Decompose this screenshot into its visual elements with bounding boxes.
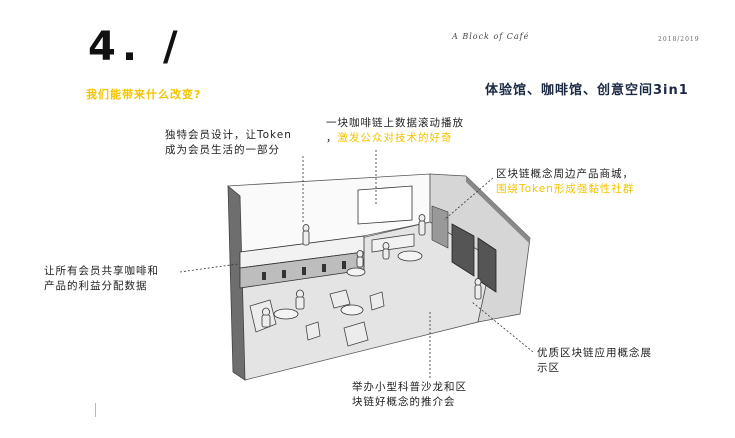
year-label: 2018/2019 bbox=[658, 36, 700, 43]
annotation-shop-line2-highlight: 围绕Token形成强黏性社群 bbox=[496, 183, 635, 195]
armchair bbox=[329, 289, 351, 309]
annotation-sharing-line2: 产品的利益分配数据 bbox=[44, 280, 148, 292]
sofa-back bbox=[371, 233, 415, 253]
annotation-sharing-line1: 让所有会员共享咖啡和 bbox=[44, 265, 159, 277]
annotation-salon-line2: 块链好概念的推介会 bbox=[352, 396, 456, 408]
people-figures bbox=[261, 214, 482, 328]
annotation-salon: 举办小型科普沙龙和区 块链好概念的推介会 bbox=[352, 380, 467, 410]
slide-number: 4. / bbox=[88, 24, 184, 70]
question-title: 我们能带来什么改变? bbox=[86, 88, 202, 101]
round-table bbox=[340, 304, 364, 316]
annotation-screen: 一块咖啡链上数据滚动播放 ，激发公众对技术的好奇 bbox=[326, 116, 464, 146]
leader-line-showcase bbox=[471, 301, 534, 353]
chair bbox=[305, 321, 321, 341]
annotation-shop: 区块链概念周边产品商城， 围绕Token形成强黏性社群 bbox=[496, 167, 634, 197]
annotation-membership-line2: 成为会员生活的一部分 bbox=[165, 144, 280, 156]
brand-name: A Block of Café bbox=[452, 32, 530, 41]
annotation-showcase-line2: 示区 bbox=[537, 362, 560, 374]
annotation-screen-line2-highlight: 激发公众对技术的好奇 bbox=[337, 132, 453, 144]
annotation-showcase-line1: 优质区块链应用概念展 bbox=[537, 347, 652, 359]
armchair bbox=[343, 321, 369, 347]
page-tick-mark bbox=[95, 403, 96, 417]
annotation-salon-line1: 举办小型科普沙龙和区 bbox=[352, 381, 467, 393]
annotation-screen-line1: 一块咖啡链上数据滚动播放 bbox=[326, 117, 464, 129]
annotation-membership-line1: 独特会员设计，让Token bbox=[165, 129, 292, 141]
concept-title: 体验馆、咖啡馆、创意空间3in1 bbox=[485, 83, 689, 98]
product-shelf bbox=[431, 205, 449, 249]
annotation-screen-line2-prefix: ， bbox=[326, 132, 338, 144]
round-table bbox=[346, 267, 366, 277]
bar-stools bbox=[262, 261, 346, 280]
annotation-sharing: 让所有会员共享咖啡和 产品的利益分配数据 bbox=[44, 264, 159, 294]
leader-line-shop bbox=[443, 177, 494, 221]
glass-door-right bbox=[477, 237, 497, 293]
annotation-membership: 独特会员设计，让Token 成为会员生活的一部分 bbox=[165, 128, 292, 158]
annotation-shop-line1: 区块链概念周边产品商城， bbox=[496, 168, 634, 180]
glass-door-left bbox=[451, 223, 475, 277]
room-right-wall-top bbox=[466, 176, 530, 244]
data-screen bbox=[357, 185, 413, 225]
round-table bbox=[397, 250, 423, 262]
leader-line-sharing bbox=[179, 263, 239, 273]
annotation-showcase: 优质区块链应用概念展 示区 bbox=[537, 346, 652, 376]
round-table bbox=[273, 308, 299, 320]
room-left-wall bbox=[227, 185, 246, 381]
chair bbox=[369, 291, 385, 311]
